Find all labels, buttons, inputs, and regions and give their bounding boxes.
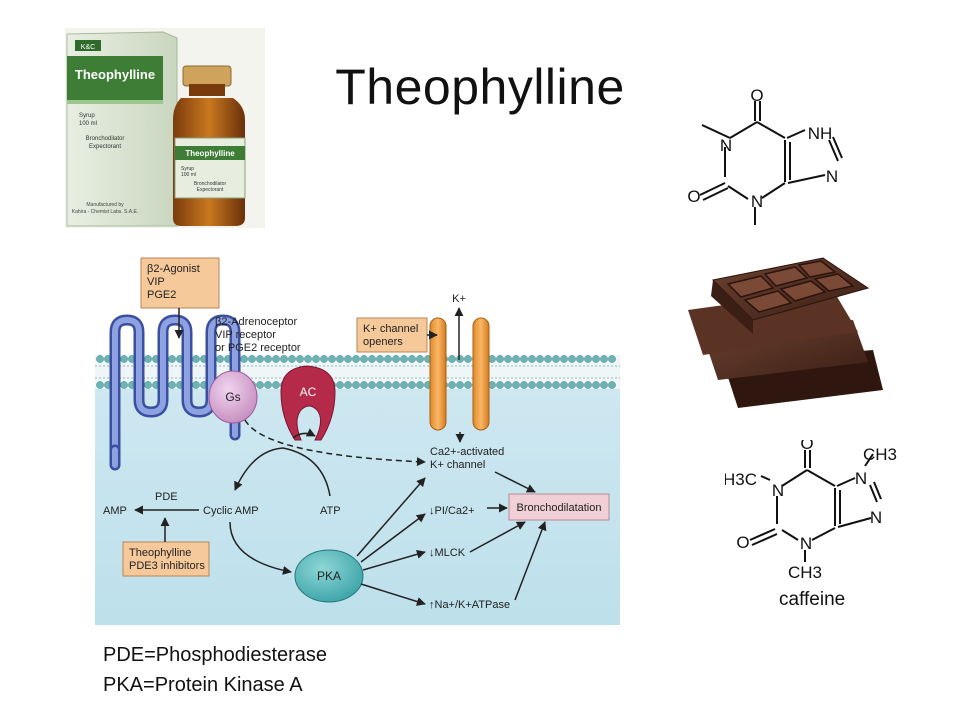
legend-pde: PDE=Phosphodiesterase [103, 644, 328, 666]
box-product-name: Theophylline [75, 67, 155, 82]
k-ion-label: K+ [452, 293, 466, 305]
atp-label: ATP [320, 505, 341, 517]
bottle-product-name: Theophylline [185, 149, 235, 158]
agonist-label-3: PGE2 [147, 289, 176, 301]
theo-o-top: O [750, 86, 763, 105]
theo-nh: NH [808, 124, 833, 143]
box-maker-1: Manufactured by [86, 202, 124, 208]
bottle-indication-2: Expectorant [197, 187, 224, 193]
agonist-label-2: VIP [147, 276, 165, 288]
caff-n3: N [870, 508, 882, 527]
caff-n1: N [772, 481, 784, 500]
k-opener-label-2: openers [363, 336, 403, 348]
box-volume: 100 ml [79, 121, 97, 127]
amp-label: AMP [103, 505, 127, 517]
abbreviation-legend: PDE=Phosphodiesterase PKA=Protein Kinase… [103, 640, 327, 700]
box-indication-1: Bronchodilator [86, 136, 125, 142]
caffeine-label: caffeine [779, 589, 846, 610]
receptor-label-3: or PGE2 receptor [215, 342, 301, 354]
ca-activated-label-1: Ca2+-activated [430, 446, 504, 458]
ac-label: AC [300, 385, 317, 399]
legend-pka: PKA=Protein Kinase A [103, 674, 303, 696]
cyclic-amp-label: Cyclic AMP [203, 505, 259, 517]
mlck-label: ↓MLCK [429, 547, 466, 559]
gs-protein [208, 370, 258, 424]
na-k-atpase-label: ↑Na+/K+ATPase [429, 599, 510, 611]
caff-ch3-bottom: CH3 [788, 563, 822, 580]
brand-badge-text: K&C [81, 44, 95, 51]
bottle-volume: 100 ml [181, 172, 196, 178]
adenylyl-cyclase [280, 365, 336, 441]
caffeine-structure: CH3 H3C O N N N N O CH3 [725, 440, 897, 580]
receptor-label-2: VIP receptor [215, 329, 276, 341]
caff-h3c: H3C [725, 470, 757, 489]
box-indication-2: Expectorant [89, 144, 121, 150]
theophylline-syrup-photo: K&C Theophylline Syrup 100 ml Bronchodil… [65, 28, 265, 228]
pka-enzyme [294, 549, 364, 603]
bronchodilatation-box [508, 493, 610, 521]
theo-o-left: O [687, 187, 700, 206]
cell-membrane [95, 355, 620, 389]
pi-ca-label: ↓PI/Ca2+ [429, 505, 475, 517]
receptor-label-1: β2-Adrenoceptor [215, 316, 297, 328]
inhibitor-label-1: Theophylline [129, 547, 191, 559]
caff-ch3-top: CH3 [863, 445, 897, 464]
bottle-form: Syrup [181, 166, 194, 172]
caff-n2: N [855, 469, 867, 488]
caff-o-top: O [800, 440, 813, 453]
chocolate-bar-photo [688, 257, 883, 408]
bottle-indication-1: Bronchodilator [194, 181, 227, 187]
theo-n1: N [720, 136, 732, 155]
box-maker-2: Kahira - Chemist Labs. S.A.E. [72, 209, 138, 215]
k-channel-openers-box [356, 317, 428, 353]
slide-title: Theophylline [335, 59, 625, 115]
agonist-box [140, 257, 220, 309]
inhibitor-label-2: PDE3 inhibitors [129, 560, 205, 572]
k-opener-label-1: K+ channel [363, 323, 418, 335]
pka-label: PKA [317, 569, 341, 583]
agonist-label-1: β2-Agonist [147, 263, 200, 275]
gs-label: Gs [225, 390, 240, 404]
ca-activated-label-2: K+ channel [430, 459, 485, 471]
k-channel-right [472, 317, 490, 431]
pde-label: PDE [155, 491, 178, 503]
signaling-pathway-diagram: β2-Agonist VIP PGE2 β2-Adrenoceptor VIP … [95, 250, 620, 625]
brand-badge [75, 40, 101, 51]
theo-n2: N [826, 167, 838, 186]
bronchodilatation-label: Bronchodilatation [516, 502, 601, 514]
caff-o-left: O [736, 533, 749, 552]
theophylline-pde3-inhibitors-box [122, 541, 210, 577]
k-channel-left [429, 317, 447, 431]
box-form: Syrup [79, 113, 95, 119]
theo-n4: N [751, 192, 763, 211]
theophylline-structure: O NH N N N O [687, 86, 843, 225]
caff-n4: N [800, 534, 812, 553]
